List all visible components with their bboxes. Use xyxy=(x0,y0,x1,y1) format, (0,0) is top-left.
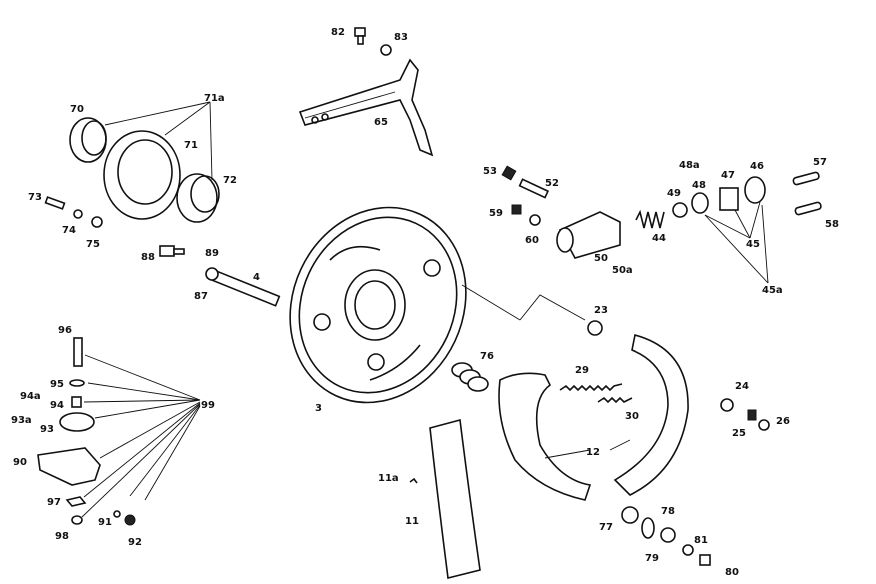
leader-line-23 xyxy=(461,284,521,321)
leader-lines-71a xyxy=(104,101,213,181)
callout-11a: 11a xyxy=(378,473,399,484)
callout-77: 77 xyxy=(599,522,613,533)
callout-29: 29 xyxy=(575,365,589,376)
callout-89: 89 xyxy=(205,248,219,259)
spring-25-part xyxy=(747,409,757,421)
callout-50: 50 xyxy=(594,253,608,264)
bolt-part xyxy=(354,27,366,45)
brake-lining-part xyxy=(429,418,481,579)
callout-93: 93 xyxy=(40,424,54,435)
callout-79: 79 xyxy=(645,553,659,564)
callout-46: 46 xyxy=(750,161,764,172)
nut-26-part xyxy=(758,419,770,431)
callout-47: 47 xyxy=(721,170,735,181)
callout-76: 76 xyxy=(480,351,494,362)
adjuster-assembly-part xyxy=(37,337,136,526)
brake-shoe-left-part xyxy=(498,372,592,501)
brake-shoe-right-part xyxy=(613,334,689,496)
pin-hardware-part xyxy=(621,506,711,566)
callout-97: 97 xyxy=(47,497,61,508)
anchor-pin-part xyxy=(159,245,281,307)
callout-83: 83 xyxy=(394,32,408,43)
gasket-part xyxy=(103,130,181,220)
callout-70: 70 xyxy=(70,104,84,115)
callout-78: 78 xyxy=(661,506,675,517)
callout-95: 95 xyxy=(50,379,64,390)
callout-72: 72 xyxy=(223,175,237,186)
callout-87: 87 xyxy=(194,291,208,302)
callout-25: 25 xyxy=(732,428,746,439)
spring-part xyxy=(451,362,489,392)
backing-plate-part xyxy=(289,206,467,404)
washer-part xyxy=(380,44,392,56)
callout-94a: 94a xyxy=(20,391,41,402)
callout-44: 44 xyxy=(652,233,666,244)
callout-labels: 82 83 65 71a 70 71 72 73 74 75 53 52 59 … xyxy=(11,27,839,578)
callout-73: 73 xyxy=(28,192,42,203)
leader-line-12a xyxy=(544,449,591,459)
callout-50a: 50a xyxy=(612,265,633,276)
callout-58: 58 xyxy=(825,219,839,230)
small-bolts-73-75 xyxy=(44,196,103,228)
callout-71: 71 xyxy=(184,140,198,151)
callout-71a: 71a xyxy=(204,93,225,104)
callout-53: 53 xyxy=(483,166,497,177)
callout-24: 24 xyxy=(735,381,749,392)
callout-98: 98 xyxy=(55,531,69,542)
callout-90: 90 xyxy=(13,457,27,468)
callout-52: 52 xyxy=(545,178,559,189)
wheel-cylinder-part xyxy=(501,165,822,259)
callout-45: 45 xyxy=(746,239,760,250)
callout-30: 30 xyxy=(625,411,639,422)
callout-48a: 48a xyxy=(679,160,700,171)
callout-45a: 45a xyxy=(762,285,783,296)
callout-74: 74 xyxy=(62,225,76,236)
bearing-ring-part xyxy=(176,173,220,223)
callout-48: 48 xyxy=(692,180,706,191)
seal-ring-part xyxy=(69,117,107,163)
callout-60: 60 xyxy=(525,235,539,246)
callout-3: 3 xyxy=(315,403,322,414)
callout-92: 92 xyxy=(128,537,142,548)
callout-59: 59 xyxy=(489,208,503,219)
callout-26: 26 xyxy=(776,416,790,427)
callout-99: 99 xyxy=(201,400,215,411)
washer-24-part xyxy=(720,398,734,412)
callout-4: 4 xyxy=(253,272,260,283)
callout-57: 57 xyxy=(813,157,827,168)
callout-65: 65 xyxy=(374,117,388,128)
leader-line-12b xyxy=(609,439,631,451)
return-springs-part xyxy=(559,383,633,404)
leader-line-23b xyxy=(519,294,586,321)
callout-82: 82 xyxy=(331,27,345,38)
callout-12: 12 xyxy=(586,447,600,458)
callout-23: 23 xyxy=(594,305,608,316)
washer-23-part xyxy=(587,320,603,336)
callout-80: 80 xyxy=(725,567,739,578)
callout-94: 94 xyxy=(50,400,64,411)
rivet-part xyxy=(409,477,418,484)
callout-49: 49 xyxy=(667,188,681,199)
callout-96: 96 xyxy=(58,325,72,336)
handbrake-lever-part xyxy=(298,58,434,157)
callout-93a: 93a xyxy=(11,415,32,426)
callout-11: 11 xyxy=(405,516,419,527)
callout-81: 81 xyxy=(694,535,708,546)
callout-88: 88 xyxy=(141,252,155,263)
leader-lines-99 xyxy=(81,354,201,518)
callout-75: 75 xyxy=(86,239,100,250)
callout-91: 91 xyxy=(98,517,112,528)
leader-lines-45 xyxy=(704,201,769,284)
